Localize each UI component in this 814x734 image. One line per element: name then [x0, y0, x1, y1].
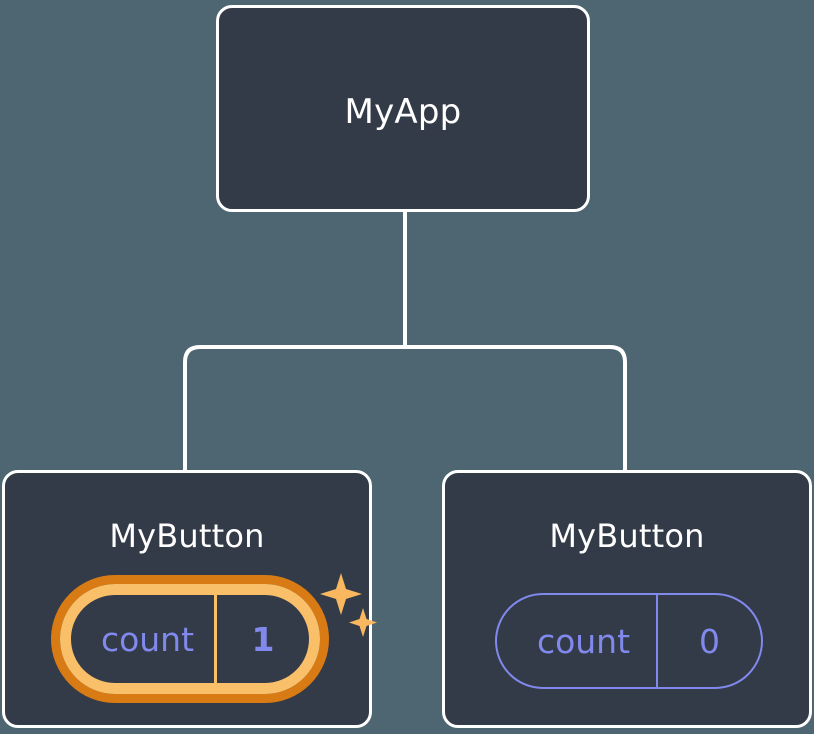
node-myapp[interactable]: MyApp: [216, 5, 590, 212]
node-myapp-title: MyApp: [344, 92, 462, 132]
state-pill-left-key: count: [71, 595, 217, 683]
state-pill-left-value: 1: [251, 619, 275, 659]
sparkle-small-icon: [349, 608, 377, 637]
state-pill-right[interactable]: count 0: [495, 593, 763, 689]
state-pill-right-key: count: [497, 595, 658, 687]
state-pill-right-wrap: count 0: [493, 591, 765, 691]
node-mybutton-left[interactable]: MyButton count 1: [2, 470, 377, 728]
state-pill-right-value: 0: [699, 621, 720, 661]
state-pill-left-inner: count 1: [60, 584, 320, 694]
node-mybutton-left-title: MyButton: [109, 517, 265, 555]
node-mybutton-right[interactable]: MyButton count 0: [442, 470, 812, 728]
state-pill-left[interactable]: count 1: [51, 575, 329, 703]
node-mybutton-right-title: MyButton: [549, 517, 705, 555]
state-pill-left-wrap: count 1: [49, 573, 331, 705]
connector-branch-bus: [183, 345, 627, 470]
